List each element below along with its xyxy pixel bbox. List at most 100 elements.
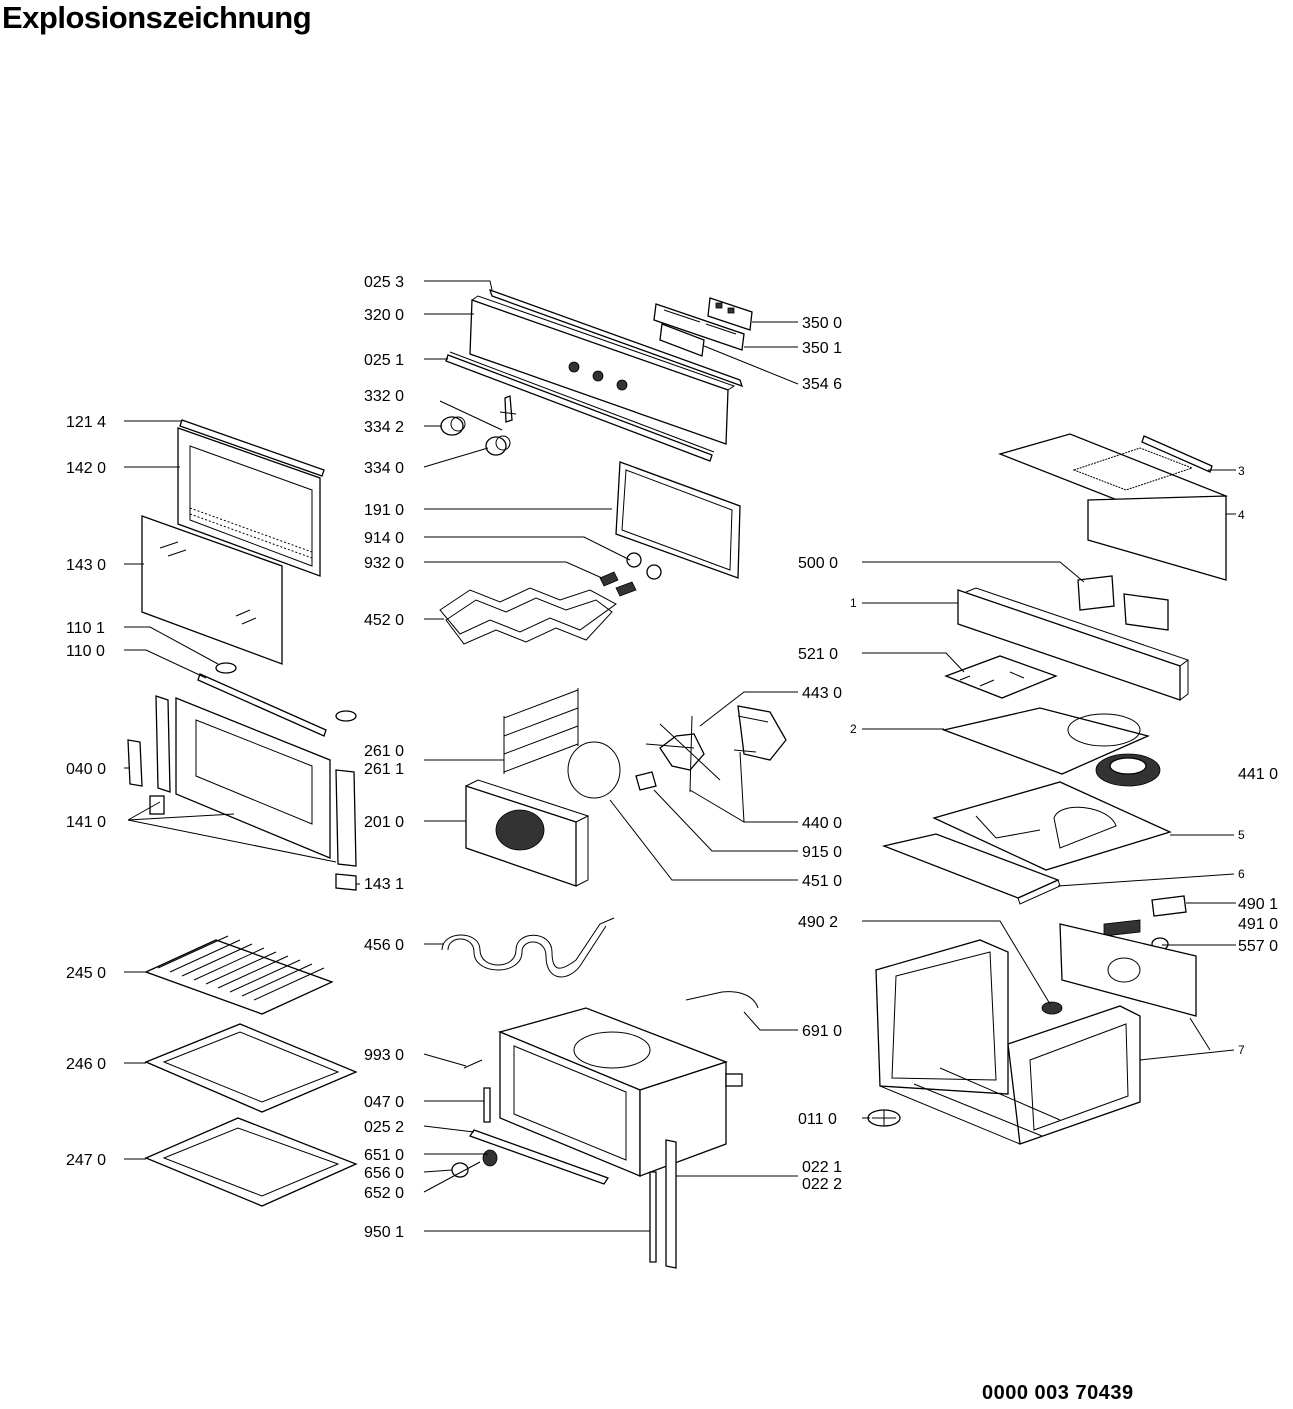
label-245-0: 245 0 [66, 965, 106, 982]
label-490-1: 490 1 [1238, 896, 1278, 913]
part-932-0 [599, 571, 619, 587]
part-047-0 [483, 1087, 491, 1123]
label-5: 5 [1238, 828, 1245, 842]
label-261-0: 261 0 [364, 743, 404, 760]
label-334-0: 334 0 [364, 460, 404, 477]
label-110-0: 110 0 [66, 643, 105, 660]
label-651-0: 651 0 [364, 1147, 404, 1164]
part-500-0 [1077, 575, 1115, 611]
part-022-1 [665, 1139, 677, 1269]
page-title: Explosionszeichnung [2, 0, 312, 35]
label-7: 7 [1238, 1043, 1245, 1057]
part-490-1 [1151, 895, 1187, 917]
part-914-0 [626, 552, 642, 568]
part-143-1 [335, 873, 357, 891]
label-4: 4 [1238, 508, 1245, 522]
label-915-0: 915 0 [802, 844, 842, 861]
part-2 [941, 707, 1150, 775]
part-142-0 [177, 427, 321, 577]
label-2: 2 [850, 722, 857, 736]
part-121-4 [179, 419, 325, 477]
label-950-1: 950 1 [364, 1224, 404, 1241]
label-443-0: 443 0 [802, 685, 842, 702]
label-022-2: 022 2 [802, 1176, 842, 1193]
label-121-4: 121 4 [66, 414, 106, 431]
label-451-0: 451 0 [802, 873, 842, 890]
label-261-1: 261 1 [364, 761, 404, 778]
label-142-0: 142 0 [66, 460, 106, 477]
label-691-0: 691 0 [802, 1023, 842, 1040]
part-443-0 [737, 705, 787, 761]
label-440-0: 440 0 [802, 815, 842, 832]
label-441-0: 441 0 [1238, 766, 1278, 783]
label-6: 6 [1238, 867, 1245, 881]
part-691-0 [685, 991, 759, 1009]
part-labels: 025 3 320 0 350 0 350 1 025 1 354 6 332 … [66, 274, 1278, 1241]
part-332-0 [504, 395, 513, 423]
part-247-0 [144, 1117, 358, 1207]
label-025-2: 025 2 [364, 1119, 404, 1136]
leader-lines [124, 280, 1236, 1232]
part-5 [932, 781, 1172, 871]
label-334-2: 334 2 [364, 419, 404, 436]
label-143-1: 143 1 [364, 876, 404, 893]
label-040-0: 040 0 [66, 761, 106, 778]
label-047-0: 047 0 [364, 1094, 404, 1111]
label-1: 1 [850, 596, 857, 610]
label-932-0: 932 0 [364, 555, 404, 572]
label-332-0: 332 0 [364, 388, 404, 405]
label-246-0: 246 0 [66, 1056, 106, 1073]
label-025-3: 025 3 [364, 274, 404, 291]
label-354-6: 354 6 [802, 376, 842, 393]
part-110-0 [197, 673, 327, 737]
part-451-0 [567, 741, 621, 799]
part-950-1 [649, 1171, 657, 1263]
label-110-1: 110 1 [66, 620, 105, 637]
label-452-0: 452 0 [364, 612, 404, 629]
part-025-3 [488, 288, 744, 388]
part-456-0 [441, 917, 615, 969]
label-141-0: 141 0 [66, 814, 106, 831]
part-7 [1059, 923, 1197, 1017]
part-246-0 [144, 1023, 358, 1113]
part-3 [1141, 435, 1213, 473]
part-040-0 [155, 695, 171, 793]
label-201-0: 201 0 [364, 814, 404, 831]
label-914-0: 914 0 [364, 530, 404, 547]
label-320-0: 320 0 [364, 307, 404, 324]
part-141-0 [175, 697, 331, 859]
part-350-1 [653, 303, 745, 351]
part-261-0 [503, 689, 579, 773]
label-500-0: 500 0 [798, 555, 838, 572]
label-350-0: 350 0 [802, 315, 842, 332]
label-993-0: 993 0 [364, 1047, 404, 1064]
label-521-0: 521 0 [798, 646, 838, 663]
part-491-0 [1103, 919, 1141, 937]
label-652-0: 652 0 [364, 1185, 404, 1202]
label-022-1: 022 1 [802, 1159, 842, 1176]
part-025-2 [468, 1129, 610, 1185]
label-025-1: 025 1 [364, 352, 404, 369]
label-557-0: 557 0 [1238, 938, 1278, 955]
part-652-0 [482, 1149, 498, 1167]
label-191-0: 191 0 [364, 502, 404, 519]
part-490-2 [1041, 1001, 1063, 1015]
part-915-0 [635, 771, 657, 791]
part-452-0 [439, 587, 617, 635]
part-191-0 [615, 461, 741, 579]
document-number: 0000 003 70439 [982, 1382, 1134, 1404]
label-490-2: 490 2 [798, 914, 838, 931]
label-491-0: 491 0 [1238, 916, 1278, 933]
label-3: 3 [1238, 464, 1245, 478]
label-143-0: 143 0 [66, 557, 106, 574]
part-110-1 [215, 662, 237, 674]
part-993-0 [463, 1059, 483, 1069]
part-drawings [127, 288, 1228, 1269]
part-245-0 [144, 939, 334, 1015]
part-440-0 [659, 733, 705, 771]
part-354-6 [659, 323, 705, 357]
label-350-1: 350 1 [802, 340, 842, 357]
label-011-0: 011 0 [798, 1111, 837, 1128]
label-456-0: 456 0 [364, 937, 404, 954]
